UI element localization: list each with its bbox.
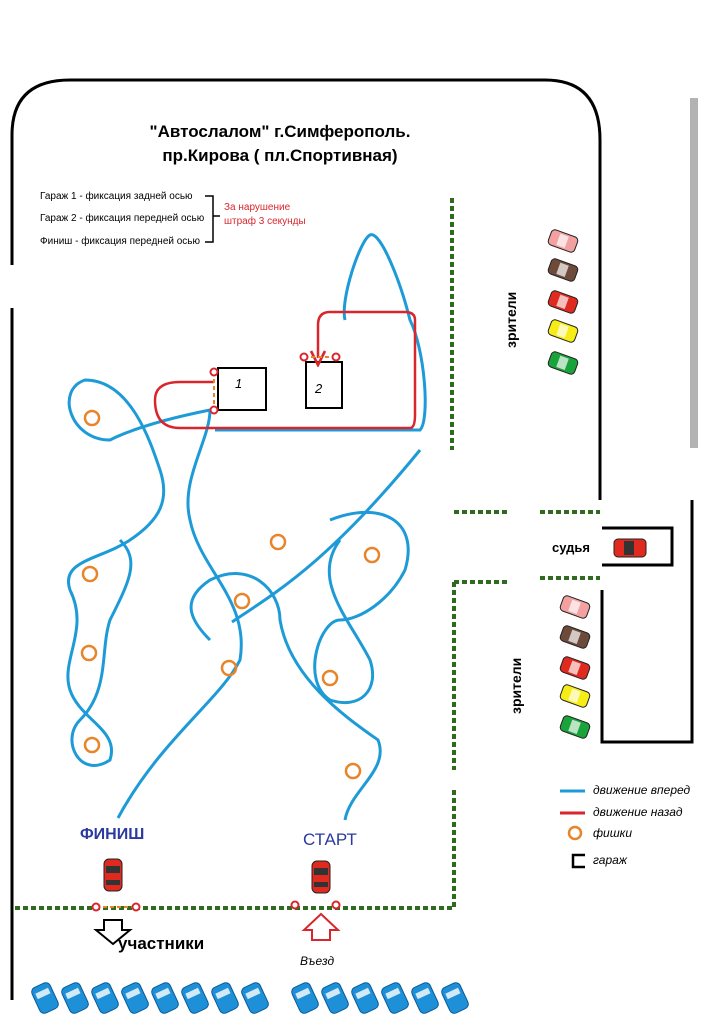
garage-1 [217, 367, 267, 411]
rules-bracket [205, 195, 220, 243]
start-car [311, 860, 331, 894]
rule-garage-2: Гараж 2 - фиксация передней осью [40, 213, 205, 224]
gate-markers [91, 352, 341, 912]
garage-1-label: 1 [235, 376, 243, 391]
spectator-cars-top [546, 228, 580, 376]
legend-cones: фишки [593, 826, 632, 840]
backward-route [153, 310, 417, 430]
title-line-2: пр.Кирова ( пл.Спортивная) [162, 146, 398, 165]
garage-2-label: 2 [315, 381, 323, 396]
site-boundary [10, 78, 694, 1000]
fence-top [690, 98, 698, 448]
hedges [15, 198, 600, 910]
cones [80, 409, 381, 780]
legend-garage-icon [571, 853, 585, 869]
spectators-label-bottom: зрители [508, 657, 524, 714]
start-label: СТАРТ [303, 830, 357, 849]
entry-label: Въезд [300, 954, 335, 968]
judge-car [613, 538, 647, 558]
penalty-line-1: За нарушение [224, 202, 291, 213]
judge-label: судья [552, 540, 590, 555]
forward-route [66, 233, 427, 821]
spectator-cars-bottom [558, 594, 592, 740]
finish-label: ФИНИШ [80, 826, 145, 843]
penalty-line-2: штраф 3 секунды [224, 216, 306, 227]
legend-backward: движение назад [593, 805, 683, 819]
parked-cars [29, 980, 471, 1016]
rule-finish: Финиш - фиксация передней осью [40, 236, 201, 247]
participants-arrow-icon [93, 919, 133, 946]
spectators-label-top: зрители [503, 291, 519, 348]
garage-2 [305, 361, 343, 409]
participants-label: участники [118, 934, 205, 953]
entry-arrow-icon [301, 912, 341, 941]
legend-forward: движение вперед [593, 783, 691, 797]
legend-garage: гараж [593, 853, 628, 867]
title-line-1: "Автослалом" г.Симферополь. [149, 122, 411, 141]
rule-garage-1: Гараж 1 - фиксация задней осью [40, 191, 193, 202]
finish-car [103, 858, 123, 892]
legend-cone-icon [567, 825, 583, 841]
